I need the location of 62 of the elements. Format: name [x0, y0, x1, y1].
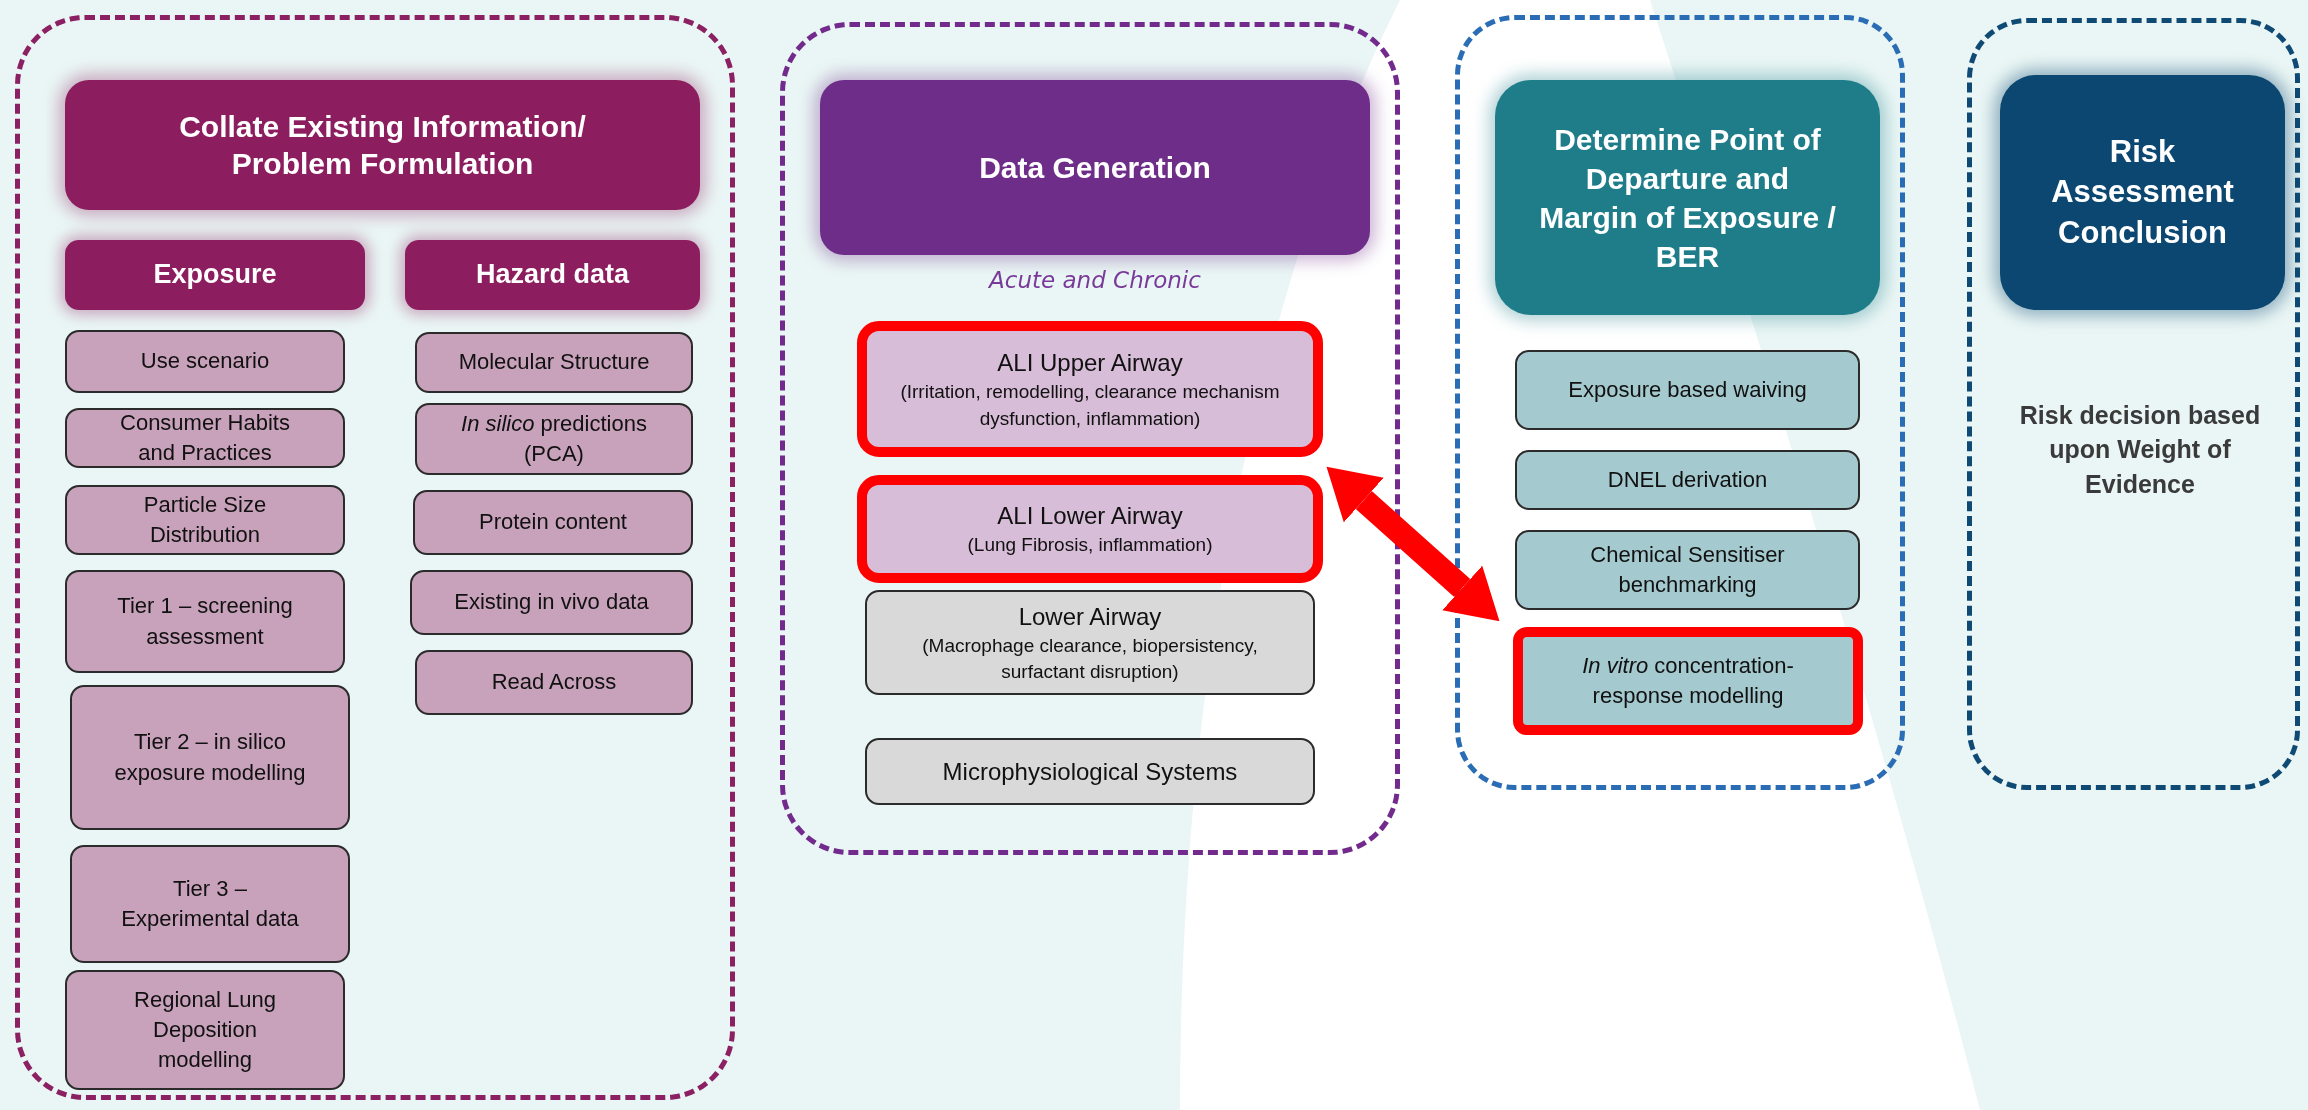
- box-text: Use scenario: [140, 347, 270, 376]
- heading-text: Risk Assessment Conclusion: [2051, 133, 2234, 252]
- conclusion-note: Risk decision based upon Weight of Evidence: [2018, 400, 2262, 500]
- heading-text: Exposure: [153, 258, 277, 292]
- process-box: [1515, 530, 1860, 610]
- heading-text: Determine Point of Departure and Margin of Exposure / BER: [1538, 121, 1837, 275]
- dashed-group-frame: [780, 22, 1400, 855]
- category-heading: [65, 240, 365, 310]
- process-box: [65, 570, 345, 673]
- dashed-group-frame: [1455, 15, 1905, 790]
- box-text: Microphysiological Systems: [942, 757, 1238, 787]
- box-text: Read Across: [491, 668, 617, 697]
- process-box: [415, 332, 693, 393]
- box-text: Tier 2 – in silico exposure modelling: [113, 728, 307, 787]
- double-arrow: [1326, 466, 1500, 622]
- stage-heading: [1495, 80, 1880, 315]
- category-heading: [405, 240, 700, 310]
- box-text: Consumer Habits and Practices: [119, 408, 291, 467]
- process-box: [70, 845, 350, 963]
- process-box: [415, 403, 693, 475]
- box-subtext: (Irritation, remodelling, clearance mechanism dysfunction, inflammation): [899, 380, 1281, 431]
- process-box: [410, 570, 693, 635]
- process-box: [1513, 627, 1863, 735]
- process-box: [65, 408, 345, 468]
- box-text: In silico predictions (PCA): [460, 409, 648, 468]
- process-box: [865, 738, 1315, 805]
- process-box: [857, 321, 1323, 457]
- heading-text: Collate Existing Information/ Problem Formulation: [178, 108, 587, 182]
- process-box: [65, 330, 345, 393]
- box-text: In vitro concentration-response modelling: [1581, 651, 1795, 710]
- box-text: Particle Size Distribution: [142, 490, 268, 549]
- box-text: Molecular Structure: [458, 348, 650, 377]
- dashed-group-frame: [1967, 18, 2300, 790]
- stage-heading: [65, 80, 700, 210]
- process-box: [413, 490, 693, 555]
- box-text: Tier 3 – Experimental data: [120, 874, 300, 933]
- box-text: Regional Lung Deposition modelling: [133, 985, 277, 1075]
- process-box: [1515, 450, 1860, 510]
- box-text: Protein content: [479, 508, 627, 537]
- box-subtext: (Lung Fibrosis, inflammation): [967, 533, 1213, 558]
- box-text: Exposure based waiving: [1568, 375, 1807, 404]
- box-text: Existing in vivo data: [454, 588, 649, 617]
- process-box: [857, 475, 1323, 583]
- box-text: Lower Airway: [1018, 601, 1162, 632]
- process-box: [70, 685, 350, 830]
- stage-heading: [2000, 75, 2285, 310]
- process-box: [865, 590, 1315, 695]
- stage-heading: [820, 80, 1370, 255]
- box-text: Chemical Sensitiser benchmarking: [1589, 540, 1786, 599]
- dashed-group-frame: [15, 15, 735, 1100]
- process-box: [65, 485, 345, 555]
- process-box: [1515, 350, 1860, 430]
- heading-text: Data Generation: [979, 149, 1211, 186]
- box-subtext: (Macrophage clearance, biopersistency, surfactant disruption): [921, 633, 1259, 684]
- stage-note: Acute and Chronic: [987, 266, 1202, 295]
- box-text: ALI Lower Airway: [997, 501, 1183, 532]
- box-text: DNEL derivation: [1607, 465, 1768, 494]
- process-box: [415, 650, 693, 715]
- box-text: ALI Upper Airway: [997, 348, 1183, 379]
- process-box: [65, 970, 345, 1090]
- box-text: Tier 1 – screening assessment: [116, 592, 294, 651]
- heading-text: Hazard data: [475, 258, 630, 292]
